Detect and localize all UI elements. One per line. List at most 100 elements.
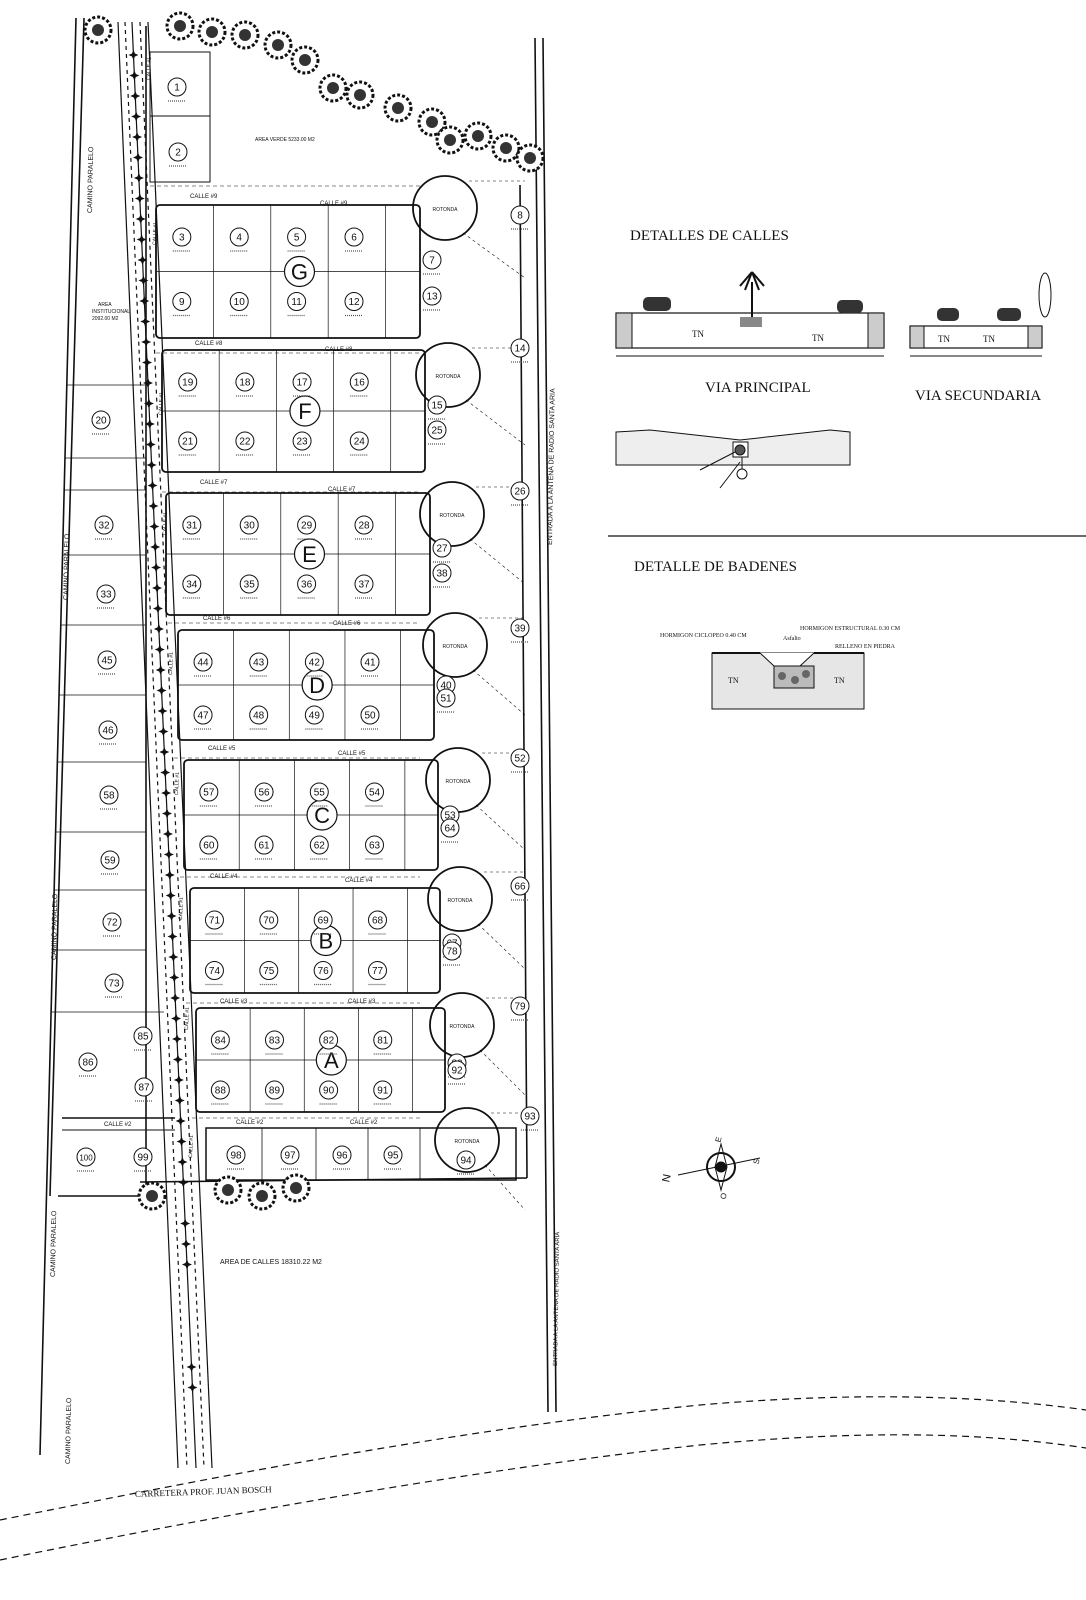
lot-number: 5: [294, 233, 300, 244]
lot-marker: [510, 481, 530, 501]
lot-marker: [264, 1080, 284, 1100]
block-letter: D: [309, 673, 325, 698]
lot-number: 93: [524, 1112, 536, 1123]
rotonda: [419, 481, 485, 547]
lot-number: 53: [444, 811, 456, 822]
lot-marker: [319, 1080, 339, 1100]
lot-number: 44: [197, 658, 209, 669]
lot-marker: [168, 142, 188, 162]
lot-number: 7: [429, 256, 435, 267]
camino-paralelo-label: CAMINO PARALELO: [87, 146, 95, 213]
palm-icon: [160, 767, 171, 778]
via-principal-label: VIA PRINCIPAL: [705, 380, 811, 396]
lot-number: 77: [372, 966, 384, 977]
palm-icon: [142, 378, 153, 388]
lot-marker: [259, 910, 279, 930]
lot-marker: [354, 515, 374, 535]
lot-number: 87: [138, 1083, 150, 1094]
palm-icon: [152, 603, 163, 614]
lot-marker: [304, 652, 324, 672]
palm-icon: [135, 214, 146, 224]
lot-marker: [510, 996, 530, 1016]
lot-number: 98: [230, 1151, 242, 1162]
lot-marker: [199, 835, 219, 855]
palm-icon: [131, 111, 142, 122]
lot-marker: [280, 1145, 300, 1165]
lot-number: 41: [364, 658, 376, 669]
lot-marker: [182, 515, 202, 535]
area-calles-label: AREA DE CALLES 18310.22 M2: [220, 1259, 322, 1266]
lot-marker: [199, 782, 219, 802]
palm-icon: [133, 173, 144, 183]
lot-number: 72: [106, 918, 118, 929]
lot-marker: [287, 292, 307, 311]
drain-section: [615, 429, 851, 489]
block-c: C: [183, 759, 439, 871]
palm-icon: [129, 70, 140, 81]
lot-number: 20: [95, 416, 107, 427]
lot-number: 84: [215, 1036, 227, 1047]
lot-number: 46: [102, 726, 114, 737]
palm-icon: [164, 870, 175, 880]
calle-label: CALLE #5: [338, 751, 366, 757]
lot-number: 4: [236, 233, 242, 244]
rotonda-label: ROTONDA: [446, 779, 472, 785]
detalles-calles-title: DETALLES DE CALLES: [630, 228, 789, 244]
lot-marker: [510, 876, 530, 896]
lot-marker: [432, 563, 452, 583]
lot-number: 79: [514, 1002, 526, 1013]
palm-icon: [144, 419, 155, 429]
lot-marker: [319, 1030, 339, 1050]
lot-marker: [229, 227, 249, 247]
lot-marker: [204, 961, 224, 980]
palm-icon: [134, 193, 145, 204]
palm-icon: [132, 132, 143, 142]
calle-label: CALLE #2: [104, 1122, 132, 1128]
lot-number: 60: [203, 841, 215, 852]
palm-icon: [128, 50, 139, 60]
lot-number: 3: [179, 233, 185, 244]
lot-marker: [172, 227, 192, 247]
palm-icon: [181, 1259, 192, 1270]
lot-number: 43: [253, 658, 265, 669]
lot-number: 13: [426, 292, 438, 303]
camino-paralelo-label: CAMINO PARALELO: [65, 1397, 73, 1464]
palm-icon: [157, 706, 168, 716]
lot-marker: [304, 705, 324, 725]
lot-number: 34: [186, 580, 198, 591]
palm-icon: [152, 583, 163, 593]
lot-number: 62: [314, 841, 326, 852]
calle-label: CALLE #7: [328, 487, 356, 493]
lot-marker: [193, 652, 213, 672]
lot-marker: [510, 618, 530, 638]
calle-1-avenue: [117, 21, 213, 1469]
lot-marker: [182, 574, 202, 594]
palm-icon: [159, 747, 170, 757]
lot-marker: [210, 1030, 230, 1050]
lot-marker: [344, 227, 364, 247]
lot-marker: [368, 961, 387, 980]
lot-marker: [365, 782, 384, 802]
calle-label: CALLE #4: [345, 878, 373, 884]
lot-marker: [254, 835, 274, 855]
lot-number: 88: [215, 1086, 227, 1097]
palm-icon: [137, 255, 148, 265]
tn-secundaria-right: TN: [983, 334, 995, 344]
palm-icon: [177, 1157, 188, 1167]
lot-number: 94: [460, 1156, 472, 1167]
lot-number: 29: [301, 521, 313, 532]
calle-1-label: CALLE #1: [188, 1135, 195, 1158]
palm-icon: [186, 1362, 197, 1372]
lot-marker: [422, 250, 442, 270]
rotonda: [422, 612, 488, 678]
lot-marker: [210, 1080, 230, 1100]
lot-marker: [254, 782, 274, 802]
lot-number: 52: [514, 754, 526, 765]
lot-number: 71: [209, 916, 221, 927]
calle-label: CALLE #5: [208, 746, 236, 752]
lot-number: 15: [431, 401, 443, 412]
rotonda-label: ROTONDA: [433, 207, 459, 213]
lot-marker: [349, 372, 369, 392]
palm-icon: [138, 275, 149, 286]
